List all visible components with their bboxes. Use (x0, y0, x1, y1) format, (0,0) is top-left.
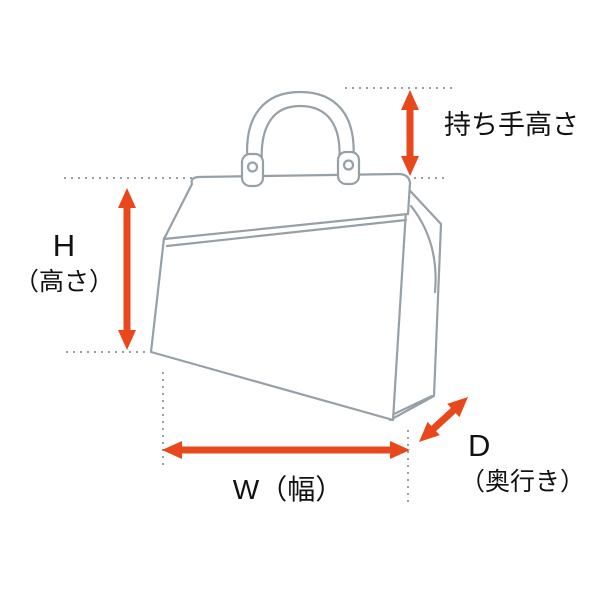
bag-flap-edge-line (165, 218, 408, 248)
arrow-head-up (401, 90, 419, 110)
bag-body (149, 208, 408, 422)
height-label: H （高さ） (8, 228, 120, 296)
bag-gusset-curve (409, 204, 437, 294)
handle-height-arrow (401, 90, 419, 176)
arrow-head-upper (447, 397, 468, 418)
bag-handle (245, 90, 355, 168)
width-arrow (162, 441, 410, 459)
depth-label: D （奥行き） (460, 428, 585, 496)
arrow-head-up (118, 188, 136, 208)
bag-flap (162, 172, 412, 241)
depth-letter: D (468, 428, 491, 463)
handle-ring-right (342, 159, 355, 171)
arrow-head-left (162, 441, 182, 459)
arrow-shaft (428, 405, 459, 434)
bag-bottom-edge (392, 394, 434, 416)
depth-arrow (419, 397, 468, 442)
height-arrow (118, 188, 136, 350)
height-caption: （高さ） (13, 267, 114, 296)
height-letter: H (52, 228, 76, 263)
handle-height-label: 持ち手高さ (444, 110, 579, 140)
handbag-illustration (149, 90, 443, 422)
depth-caption: （奥行き） (460, 467, 586, 496)
width-label: W（幅） (232, 474, 344, 505)
arrow-head-lower (419, 421, 440, 442)
arrow-head-down (401, 156, 419, 176)
handle-ring-left (246, 161, 259, 173)
arrow-head-down (118, 330, 136, 350)
arrow-head-right (390, 441, 410, 459)
